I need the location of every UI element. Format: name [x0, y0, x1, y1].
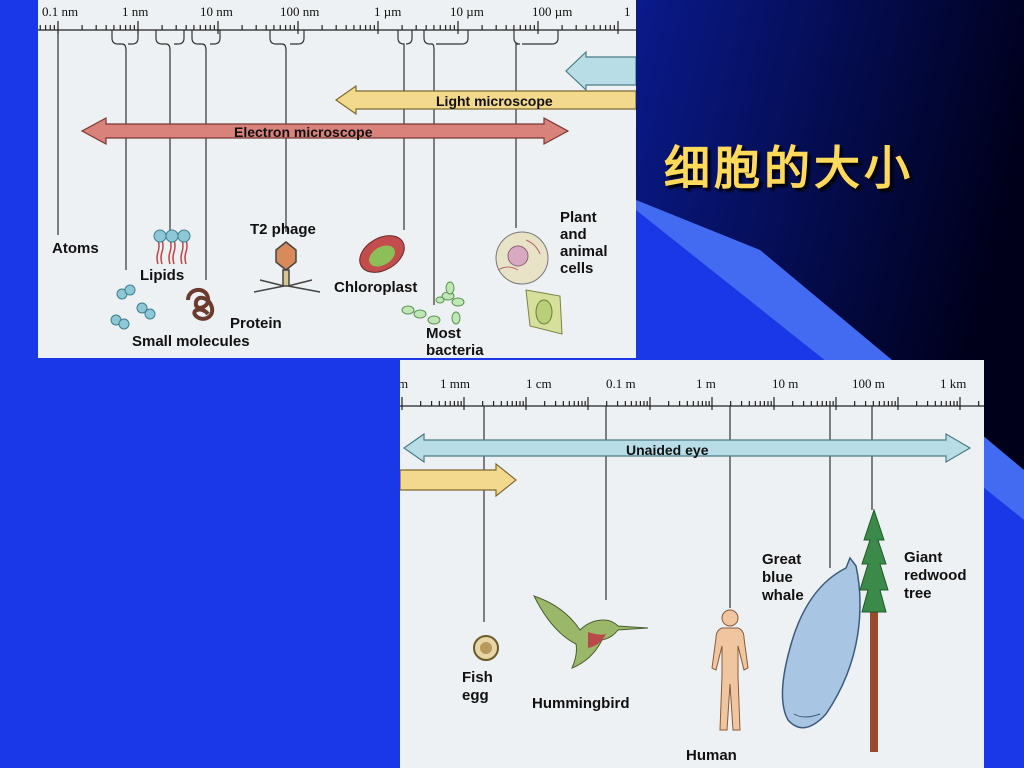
pointer-lines	[483, 406, 873, 622]
scale-tick-label: 10 nm	[200, 4, 233, 19]
hummingbird-label: Hummingbird	[532, 695, 630, 712]
label-line: bacteria	[426, 342, 484, 358]
protein-label: Protein	[230, 315, 282, 332]
label-line: egg	[462, 687, 489, 704]
atoms-label: Atoms	[52, 240, 99, 257]
whale-icon	[781, 556, 861, 729]
macroscopic-scale-diagram: m 1 mm 1 cm 0.1 m 1 m 10 m 100 m 1 km Un…	[400, 376, 984, 764]
scale-tick-label: m	[400, 376, 408, 391]
scale-tick-label: 1	[624, 4, 631, 19]
label-line: animal	[560, 243, 608, 260]
scale-tick-label: 1 mm	[440, 376, 470, 391]
label-line: Great	[762, 551, 801, 568]
label-line: tree	[904, 585, 932, 602]
redwood-tree-icon	[859, 508, 889, 752]
scale-ruler	[38, 21, 636, 34]
lipids-icon	[153, 229, 191, 265]
unaided-eye-label: Unaided eye	[626, 442, 709, 458]
microscopic-scale-diagram: 0.1 nm 1 nm 10 nm 100 nm 1 µm 10 µm 100 …	[38, 4, 636, 358]
scale-tick-label: 1 µm	[374, 4, 401, 19]
t2-phage-icon	[253, 241, 321, 293]
label-line: whale	[761, 587, 804, 604]
scale-tick-label: 1 nm	[122, 4, 148, 19]
label-line: Fish	[462, 669, 493, 686]
protein-icon	[186, 288, 215, 321]
scale-tick-label: 100 nm	[280, 4, 319, 19]
scale-tick-label: 10 µm	[450, 4, 484, 19]
small-molecules-icon	[110, 284, 156, 330]
label-line: Plant	[560, 209, 597, 226]
label-line: and	[560, 226, 587, 243]
unaided-eye-range-arrow: Unaided eye	[402, 432, 972, 464]
human-label: Human	[686, 747, 737, 764]
plant-animal-cell-icon	[495, 231, 563, 335]
scale-tick-label: 1 cm	[526, 376, 552, 391]
chloroplast-icon	[359, 235, 405, 273]
scale-tick-label: 0.1 m	[606, 376, 636, 391]
label-line: Most	[426, 325, 461, 342]
scale-tick-label: 1 km	[940, 376, 966, 391]
human-icon	[711, 609, 749, 731]
light-microscope-range-arrow-end	[400, 462, 517, 498]
electron-microscope-range-arrow: Electron microscope	[80, 116, 570, 146]
light-microscope-label: Light microscope	[436, 93, 553, 109]
microscopic-scale-panel: 0.1 nm 1 nm 10 nm 100 nm 1 µm 10 µm 100 …	[38, 0, 636, 358]
macroscopic-scale-panel: m 1 mm 1 cm 0.1 m 1 m 10 m 100 m 1 km Un…	[400, 360, 984, 768]
unaided-eye-range-arrow	[565, 50, 636, 92]
hummingbird-icon	[533, 595, 649, 669]
label-line: blue	[762, 569, 793, 586]
pointer-lines	[57, 30, 559, 305]
bacteria-icon	[401, 281, 465, 325]
scale-tick-label: 100 µm	[532, 4, 572, 19]
small-molecules-label: Small molecules	[132, 333, 250, 350]
label-line: Giant	[904, 549, 942, 566]
scale-tick-label: 0.1 nm	[42, 4, 78, 19]
scale-tick-label: 10 m	[772, 376, 798, 391]
t2-phage-label: T2 phage	[250, 221, 316, 238]
lipids-label: Lipids	[140, 267, 184, 284]
scale-tick-label: 1 m	[696, 376, 716, 391]
scale-ruler	[400, 397, 984, 410]
chloroplast-label: Chloroplast	[334, 279, 417, 296]
label-line: redwood	[904, 567, 967, 584]
light-microscope-range-arrow: Light microscope	[334, 84, 636, 116]
slide-title: 细胞的大小	[664, 141, 914, 195]
fish-egg-icon	[473, 635, 499, 661]
scale-tick-label: 100 m	[852, 376, 885, 391]
label-line: cells	[560, 260, 593, 277]
electron-microscope-label: Electron microscope	[234, 124, 373, 140]
